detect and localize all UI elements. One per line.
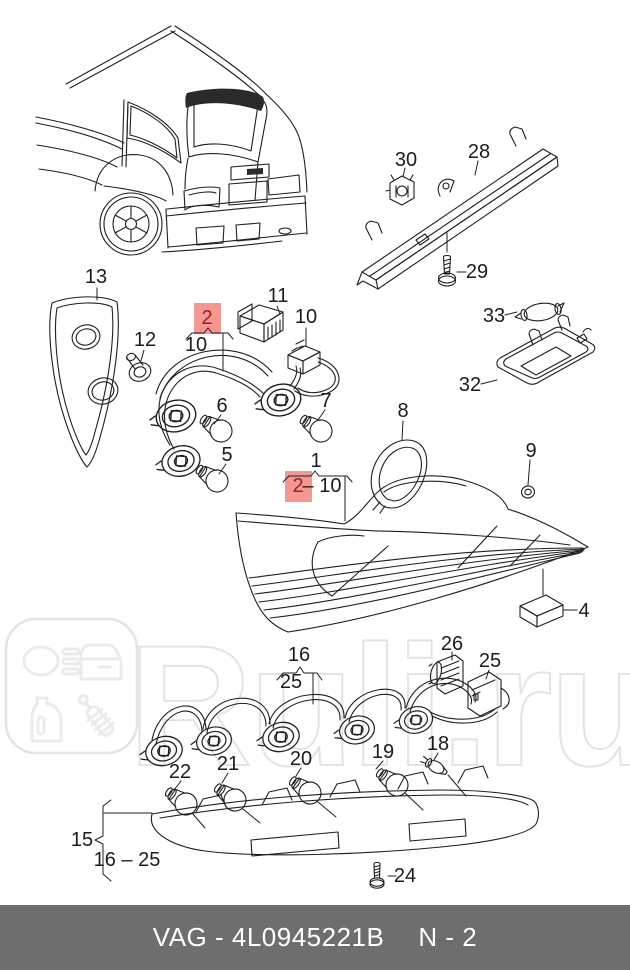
part-26-connector: [428, 654, 464, 695]
part-label-33: 33: [482, 305, 506, 327]
part-label-11: 11: [267, 285, 289, 307]
part-1-tail-light: [235, 475, 589, 633]
part-label-12: 12: [133, 329, 157, 351]
part-29-screw: [437, 254, 457, 287]
footer-bar: VAG - 4L0945221B N - 2: [0, 905, 630, 970]
part-label-21: 21: [216, 753, 240, 775]
car-door-icon: [79, 643, 123, 681]
part-label-30: 30: [394, 149, 418, 171]
part-2-harness: [146, 349, 340, 483]
part-label-13: 13: [84, 266, 108, 288]
part-label-9: 9: [525, 440, 537, 462]
part-label-26: 26: [440, 633, 464, 655]
part-label-5: 5: [221, 444, 233, 466]
wheel-spokes: [114, 205, 148, 243]
car-illustration: [35, 25, 308, 256]
part-10-connector: [287, 339, 321, 375]
part-13-gasket: [49, 296, 119, 468]
part-16-harness: [136, 677, 498, 772]
footer-part-number: VAG - 4L0945221B: [152, 922, 385, 952]
car-spoiler: [185, 88, 265, 111]
part-label-10: 10: [294, 306, 318, 328]
part-label-24: 24: [393, 865, 417, 887]
headlight-icon: [22, 645, 81, 677]
leader-lines: [94, 160, 578, 882]
part-25-connector: [467, 671, 510, 717]
watermark-text: Ruli.ru: [127, 610, 630, 802]
part-33-festoon-bulb: [514, 302, 565, 322]
footer-page-ref: N - 2: [418, 922, 478, 952]
part-15-bumper-lamp: [150, 765, 539, 857]
part-label-25: 25: [478, 650, 502, 672]
part-32-license-plate-lamp: [496, 314, 596, 385]
part-label-18: 18: [426, 733, 450, 755]
part-28-brake-light-strip: [356, 126, 559, 290]
part-label-4: 4: [578, 600, 590, 622]
part-24-screw: [369, 861, 385, 889]
part-label-6: 6: [216, 395, 228, 417]
part-label-2: 2: [201, 307, 213, 329]
part-label-19: 19: [371, 741, 395, 763]
part-label-15: 15: [70, 829, 94, 851]
part-label-8: 8: [397, 400, 409, 422]
part-label-2: 2: [292, 475, 304, 497]
part-8-gasket: [370, 439, 428, 514]
oil-canister-icon: [30, 696, 63, 743]
watermark-logo: [4, 617, 139, 755]
part-label-28: 28: [467, 141, 491, 163]
logo-frame: [4, 617, 139, 755]
part-4-pad: [519, 594, 564, 628]
part-label-7: 7: [320, 390, 332, 412]
part-label-29: 29: [465, 261, 489, 283]
part-label-32: 32: [458, 374, 482, 396]
part-label-10: 10: [184, 334, 208, 356]
shock-absorber-icon: [77, 694, 115, 737]
part-9-grommet: [520, 485, 536, 499]
part-12-fastener: [126, 352, 152, 382]
part-label-20: 20: [289, 748, 313, 770]
part-30-connector: [385, 174, 415, 206]
part-label-10: – 10: [302, 475, 342, 497]
part-11-connector: [237, 303, 284, 343]
part-label-16: 16: [287, 644, 311, 666]
part-label-22: 22: [168, 761, 192, 783]
part-label-16-25: 16 – 25: [93, 849, 161, 871]
part-label-1: 1: [310, 450, 322, 472]
part-label-25: 25: [279, 671, 303, 693]
